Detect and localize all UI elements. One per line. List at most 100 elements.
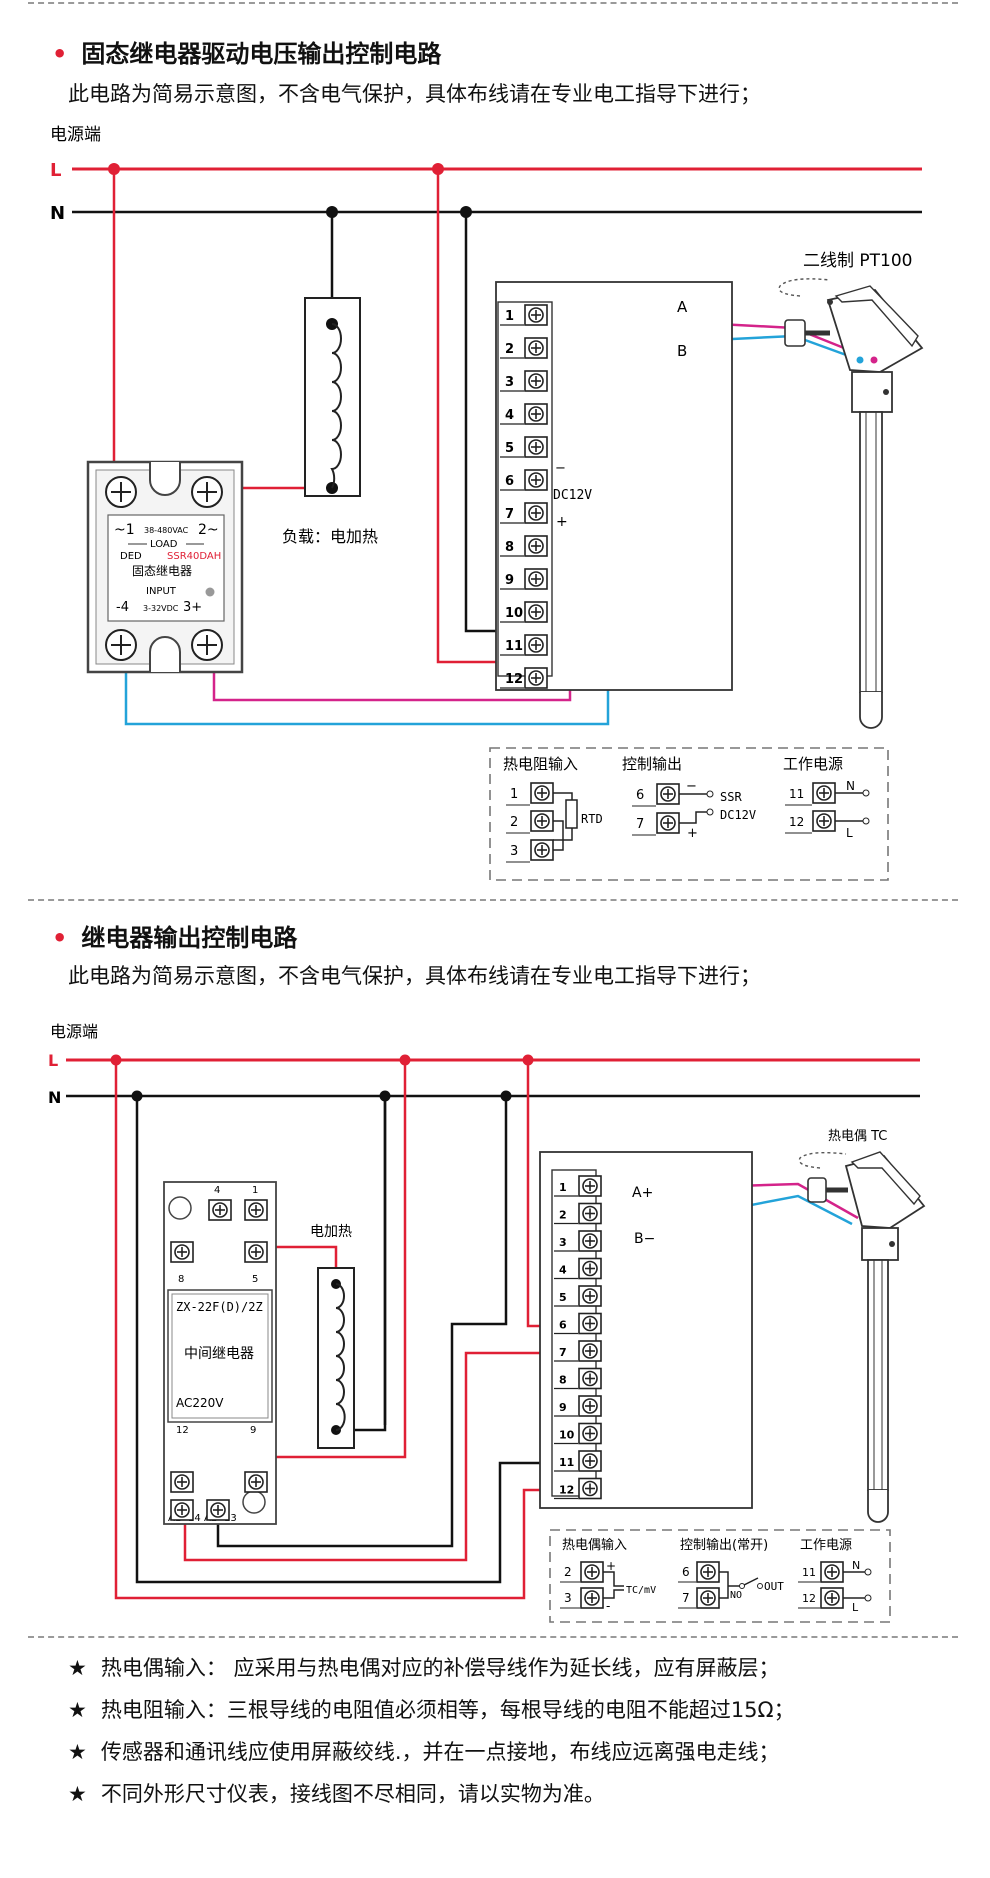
wire-B-label: B bbox=[677, 342, 687, 360]
terminal-screw-icon bbox=[524, 337, 548, 359]
legend-power: 11 12 N L bbox=[785, 779, 870, 840]
terminal-number: 11 bbox=[505, 639, 523, 654]
star-icon: ★ bbox=[68, 1740, 87, 1764]
terminal-number: 5 bbox=[505, 441, 514, 456]
note-text: 热电偶输入： 应采用与热电偶对应的补偿导线作为延长线，应有屏蔽层； bbox=[100, 1656, 780, 1680]
wiring-legend bbox=[489, 747, 889, 881]
svg-text:6: 6 bbox=[682, 1565, 690, 1579]
svg-text:-4: -4 bbox=[116, 600, 129, 615]
legend-power-title-2: 工作电源 bbox=[800, 1538, 852, 1553]
svg-text:DED: DED bbox=[120, 551, 142, 562]
terminal-screw-icon bbox=[524, 634, 548, 656]
note-text: 不同外形尺寸仪表，接线图不尽相同，请以实物为准。 bbox=[100, 1782, 605, 1806]
line-N-label: N bbox=[50, 203, 65, 224]
junctions-neutral bbox=[326, 206, 472, 218]
notes-list: ★ 热电偶输入： 应采用与热电偶对应的补偿导线作为延长线，应有屏蔽层； ★ 热电阻输… bbox=[68, 1652, 795, 1820]
terminal-number: 9 bbox=[505, 573, 514, 588]
terminal-screw-icon bbox=[578, 1395, 602, 1417]
relay-screw-icon bbox=[208, 1199, 232, 1221]
terminal-screw-icon bbox=[578, 1477, 602, 1500]
terminal-number: 6 bbox=[559, 1319, 567, 1332]
svg-text:6: 6 bbox=[636, 788, 644, 803]
wiring-legend-2 bbox=[549, 1529, 891, 1623]
section1-title-text: 固态继电器驱动电压输出控制电路 bbox=[81, 40, 442, 68]
svg-text:13: 13 bbox=[224, 1513, 237, 1524]
section-divider bbox=[28, 899, 958, 901]
svg-text:2~: 2~ bbox=[198, 522, 219, 538]
relay-screw-icon bbox=[244, 1471, 268, 1493]
svg-text:8: 8 bbox=[178, 1274, 184, 1285]
terminal-screw-icon bbox=[524, 502, 548, 524]
svg-text:3: 3 bbox=[510, 844, 518, 859]
svg-text:−: − bbox=[686, 779, 697, 794]
svg-text:L: L bbox=[852, 1601, 859, 1614]
terminal-number: 7 bbox=[505, 507, 514, 522]
svg-text:14: 14 bbox=[188, 1513, 201, 1524]
svg-text:12: 12 bbox=[176, 1425, 189, 1436]
relay-screw-icon bbox=[170, 1471, 194, 1493]
relay-screw-icon bbox=[244, 1241, 268, 1263]
svg-text:5: 5 bbox=[252, 1274, 258, 1285]
svg-text:12: 12 bbox=[789, 815, 804, 829]
terminal-number: 10 bbox=[559, 1429, 575, 1442]
legend-output-title-2: 控制输出(常开) bbox=[680, 1537, 768, 1553]
notes-divider bbox=[28, 1636, 958, 1638]
junctions-live-2 bbox=[110, 1054, 534, 1066]
terminal-screw-icon bbox=[578, 1422, 602, 1445]
terminal-screw-icon bbox=[524, 601, 548, 623]
pt100-probe-icon bbox=[778, 278, 924, 729]
terminal-screw-icon bbox=[578, 1450, 602, 1472]
terminal-number: 12 bbox=[559, 1484, 574, 1497]
dc12v-label: DC12V bbox=[553, 488, 592, 503]
svg-text:OUT: OUT bbox=[764, 1580, 784, 1593]
svg-text:3: 3 bbox=[564, 1591, 572, 1605]
svg-text:ZX-22F(D)/2Z: ZX-22F(D)/2Z bbox=[176, 1300, 263, 1314]
legend-output-title: 控制输出 bbox=[622, 755, 682, 773]
heater-load-2 bbox=[317, 1267, 355, 1449]
note-text: 热电阻输入：三根导线的电阻值必须相等，每根导线的电阻不能超过15Ω； bbox=[100, 1698, 795, 1722]
terminal-number: 4 bbox=[505, 408, 514, 423]
note-item: ★传感器和通讯线应使用屏蔽绞线.，并在一点接地，布线应远离强电走线； bbox=[68, 1736, 795, 1778]
terminal-screw-icon bbox=[524, 436, 548, 458]
svg-text:固态继电器: 固态继电器 bbox=[132, 564, 192, 578]
terminal-number: 3 bbox=[505, 375, 514, 390]
terminal-screw-icon bbox=[578, 1312, 602, 1335]
terminal-number: 8 bbox=[505, 540, 514, 555]
terminal-screw-icon bbox=[578, 1257, 602, 1280]
svg-text:TC/mV: TC/mV bbox=[626, 1585, 656, 1596]
terminal-screw-icon bbox=[524, 403, 548, 425]
terminal-screw-icon bbox=[578, 1340, 602, 1362]
terminal-screw-icon bbox=[578, 1230, 602, 1252]
star-icon: ★ bbox=[68, 1656, 87, 1680]
relay-screw-icon bbox=[244, 1199, 268, 1221]
svg-text:1: 1 bbox=[252, 1185, 258, 1196]
svg-text:7: 7 bbox=[636, 817, 644, 832]
section1-note: 此电路为简易示意图，不含电气保护，具体布线请在专业电工指导下进行； bbox=[68, 82, 761, 106]
terminal-number: 7 bbox=[559, 1346, 567, 1359]
wire-A-label: A bbox=[677, 298, 688, 316]
terminal-screw-icon bbox=[578, 1367, 602, 1390]
svg-text:1: 1 bbox=[510, 787, 518, 802]
star-icon: ★ bbox=[68, 1782, 87, 1806]
terminal-minus: − bbox=[555, 461, 566, 476]
line-L-label: L bbox=[50, 160, 61, 181]
ssr-wiring-diagram: 电源端 L N 负载：电加热 ~1 bbox=[50, 125, 924, 881]
terminal-number: 2 bbox=[559, 1209, 567, 1222]
solid-state-relay: ~1 38-480VAC 2~ LOAD DED SSR40DAH 固态继电器 … bbox=[86, 460, 244, 674]
heater-coil-icon-2 bbox=[335, 1283, 346, 1431]
svg-text:12: 12 bbox=[802, 1592, 816, 1605]
terminal-number: 4 bbox=[559, 1264, 567, 1277]
terminal-number: 5 bbox=[559, 1291, 567, 1304]
note-item: ★ 热电偶输入： 应采用与热电偶对应的补偿导线作为延长线，应有屏蔽层； bbox=[68, 1652, 795, 1694]
svg-text:3+: 3+ bbox=[183, 600, 202, 615]
svg-text:DC12V: DC12V bbox=[720, 808, 756, 822]
relay-screw-icon bbox=[206, 1499, 230, 1521]
terminal-number: 10 bbox=[505, 606, 523, 621]
svg-text:+: + bbox=[606, 1559, 616, 1573]
legend-tc-title: 热电偶输入 bbox=[562, 1537, 627, 1553]
svg-text:7: 7 bbox=[682, 1591, 690, 1605]
section1-title: •固态继电器驱动电压输出控制电路 bbox=[52, 34, 441, 69]
power-source-label: 电源端 bbox=[50, 125, 101, 145]
